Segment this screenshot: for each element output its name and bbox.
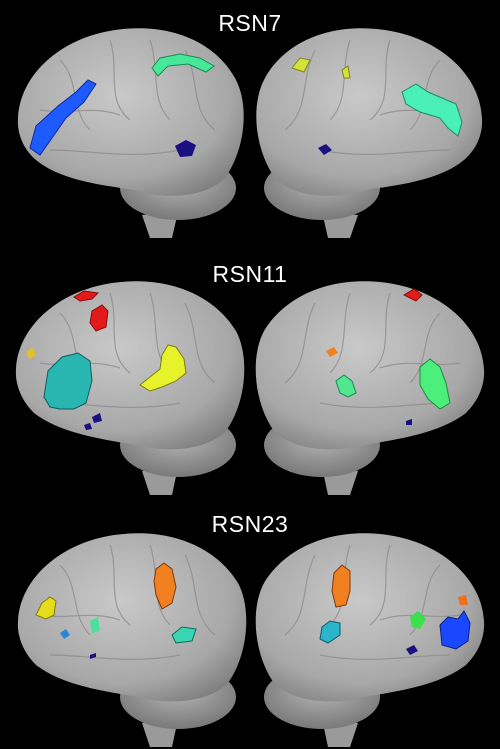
panel-rsn23: RSN23 [0, 499, 500, 749]
temporal-blob [318, 144, 332, 155]
panel-title: RSN23 [211, 511, 289, 537]
panel-rsn11: RSN11 [0, 249, 500, 499]
parietal-blob [151, 53, 215, 77]
superior-blob [73, 290, 109, 332]
temporal-blob [319, 620, 341, 644]
superior-blob [291, 57, 351, 79]
left-hemisphere [17, 533, 247, 747]
frontal-blob [419, 358, 451, 410]
brain-pair [17, 28, 483, 238]
left-hemisphere [15, 281, 245, 495]
panel-title: RSN11 [212, 261, 288, 287]
brain-pair [17, 533, 485, 747]
panel-title: RSN7 [218, 10, 282, 36]
superior-blob [402, 288, 423, 302]
frontal-blob [43, 352, 93, 410]
frontal-blob [29, 79, 97, 156]
temporal-blob [171, 626, 197, 644]
parietal-blob [139, 344, 187, 392]
temporal-blob [175, 140, 196, 157]
right-hemisphere [255, 533, 485, 747]
left-hemisphere [17, 28, 244, 238]
frontal-blob [35, 596, 57, 620]
right-hemisphere [255, 281, 485, 495]
right-hemisphere [256, 28, 483, 238]
central-blob [153, 562, 177, 610]
central-blob [331, 564, 351, 608]
frontal-blob [401, 83, 463, 137]
frontal-blob [439, 610, 471, 650]
parietal-blob [335, 374, 357, 398]
panel-rsn7: RSN7 [0, 0, 500, 249]
brain-pair [15, 281, 485, 495]
